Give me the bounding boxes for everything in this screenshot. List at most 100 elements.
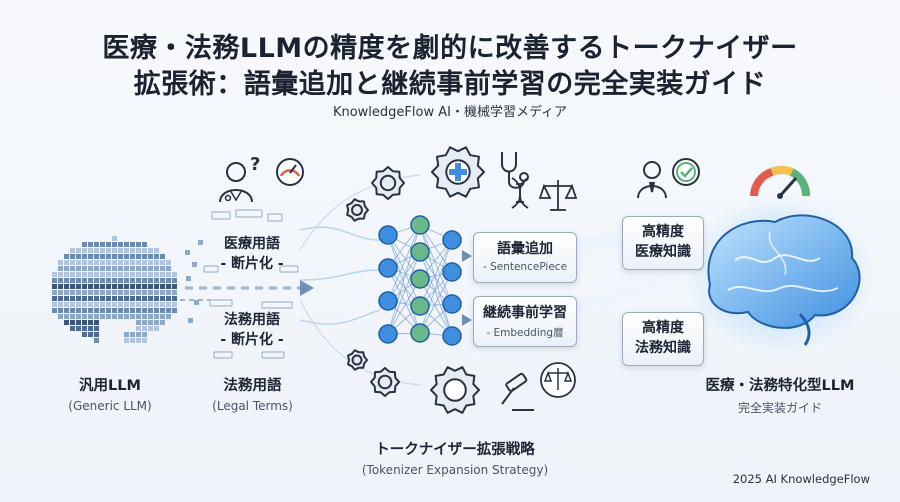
pixel-fragment [186,276,191,281]
pixel-brain-block [58,272,63,277]
pixel-brain-block [70,248,75,253]
pixel-brain-block [112,248,117,253]
nn-node [378,291,398,311]
nn-edge [419,251,453,305]
pixel-brain-block [142,290,147,295]
generic-llm-title: 汎用LLM [79,378,141,394]
pixel-brain-block [88,290,93,295]
pixel-brain-block [100,248,105,253]
pixel-fragment [192,262,197,267]
pixel-brain-block [118,248,123,253]
specialized-llm-label: 医療・法務特化型LLM 完全実装ガイド [690,374,870,416]
pixel-brain-block [160,284,165,289]
pixel-brain-block [136,284,141,289]
legal-terms-title: 法務用語 [223,378,282,394]
pixel-brain-block [58,266,63,271]
pixel-brain-block [94,284,99,289]
pixel-brain-block [124,248,129,253]
pixel-brain-block [64,260,69,265]
pixel-brain-block [142,314,147,319]
pixel-brain-block [52,296,57,301]
pixel-brain-block [82,290,87,295]
pixel-brain-block [160,266,165,271]
pixel-brain-block [76,314,81,319]
pixel-brain-block [94,332,99,337]
vocab-addition-title: 語彙追加 [497,241,553,257]
pixel-brain-block [148,284,153,289]
pixel-brain-block [100,314,105,319]
pixel-fragment [194,300,199,305]
nn-node [442,294,462,314]
nn-edge [419,251,453,337]
pixel-brain-block [130,338,135,343]
pixel-brain-block [160,314,165,319]
pixel-brain-block [142,272,147,277]
pixel-brain-block [118,254,123,259]
nn-edge [387,278,421,335]
pixel-brain-block [160,260,165,265]
pixel-brain-block [112,242,117,247]
pixel-brain-block [130,242,135,247]
pixel-brain-block [76,308,81,313]
pixel-brain-block [70,260,75,265]
pixel-brain-block [142,332,147,337]
pixel-brain-block [118,278,123,283]
pixel-brain-block [148,326,153,331]
medical-knowledge-line1: 高精度 [642,224,684,240]
pixel-brain-block [136,290,141,295]
pixel-brain-block [52,302,57,307]
medical-knowledge-box: 高精度 医療知識 [622,216,704,270]
nn-edge [387,224,421,302]
pixel-brain-block [154,326,159,331]
pixel-brain-block [166,314,171,319]
pixel-brain-block [76,254,81,259]
pixel-brain-block [76,326,81,331]
pixel-brain-block [166,266,171,271]
pixel-brain-block [172,278,177,283]
pixel-brain-block [148,314,153,319]
pixel-brain-block [136,242,141,247]
pixel-brain-block [112,314,117,319]
pixel-brain-block [160,308,165,313]
pixel-brain-block [94,254,99,259]
nn-node [410,323,430,343]
pixel-brain-block [58,260,63,265]
pixel-brain-block [88,326,93,331]
strategy-sub: (Tokenizer Expansion Strategy) [361,463,549,477]
legal-term-line2: - 断片化 - [220,332,284,348]
pixel-brain-block [100,254,105,259]
nn-edge [387,267,421,334]
pixel-brain-block [64,290,69,295]
pixel-brain-block [136,320,141,325]
pixel-brain-block [70,278,75,283]
pixel-brain-block [154,302,159,307]
glowing-brain-icon [685,195,875,355]
generic-llm-label: 汎用LLM (Generic LLM) [40,374,180,413]
pixel-brain-block [148,296,153,301]
medical-term-line1: 医療用語 [224,236,280,252]
pixel-brain-block [130,254,135,259]
pixel-brain-block [88,260,93,265]
pixel-brain-block [82,266,87,271]
pixel-brain-block [118,302,123,307]
legal-knowledge-line1: 高精度 [642,320,684,336]
pixel-brain-block [94,308,99,313]
pixel-brain-block [88,296,93,301]
pixel-brain-block [100,242,105,247]
pixel-brain-block [118,314,123,319]
gear-icon [346,198,369,222]
pixel-brain-block [142,320,147,325]
pixel-brain-block [136,272,141,277]
pixel-brain-block [154,308,159,313]
gavel-icon [501,372,534,411]
pixel-brain-block [82,296,87,301]
pixel-brain-block [142,284,147,289]
pixel-brain-block [64,296,69,301]
pixel-brain-block [82,332,87,337]
pixel-brain-block [148,254,153,259]
pixel-brain-block [76,278,81,283]
pixel-brain-block [130,260,135,265]
pixel-brain-block [106,254,111,259]
pixel-brain-block [118,290,123,295]
